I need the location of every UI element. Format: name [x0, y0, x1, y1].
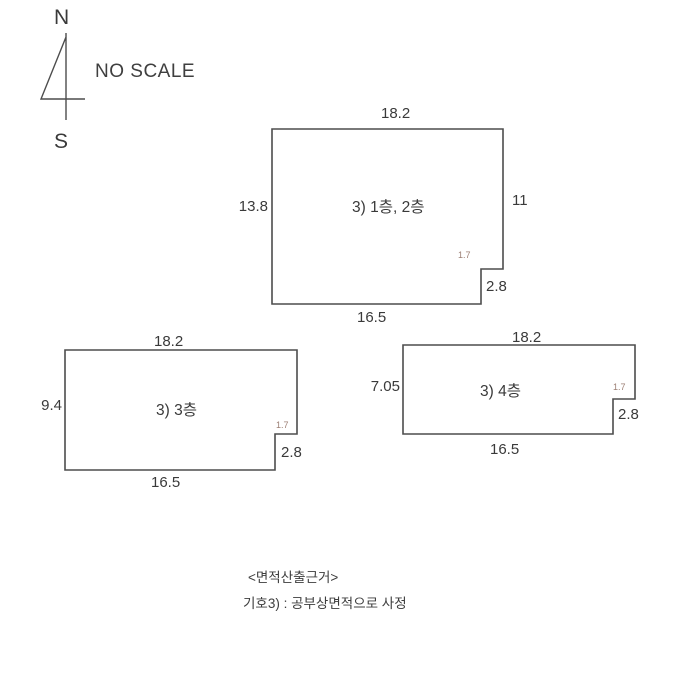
floor4-dim-bottom: 16.5 — [490, 441, 520, 458]
floor12-outline — [271, 128, 504, 305]
floor4-outline — [402, 344, 636, 435]
floor4-dim-notch-top: 1.7 — [613, 382, 626, 392]
floor3-title: 3) 3층 — [156, 402, 197, 419]
floor12-dim-notch-top: 1.7 — [458, 250, 471, 260]
floor12-dim-notch-side: 2.8 — [486, 278, 507, 295]
area-basis-body: 기호3) : 공부상면적으로 사정 — [243, 596, 407, 611]
floor12-dim-left: 13.8 — [238, 198, 268, 215]
floor4-title: 3) 4층 — [480, 383, 521, 400]
floor12-title: 3) 1층, 2층 — [352, 199, 425, 216]
floor3-dim-notch-side: 2.8 — [281, 444, 302, 461]
floor3-dim-top: 18.2 — [154, 333, 184, 350]
area-basis-heading: <면적산출근거> — [248, 570, 339, 585]
floor3-dim-left: 9.4 — [41, 397, 62, 414]
floor4-dim-top: 18.2 — [512, 329, 542, 346]
floor4-dim-left: 7.05 — [370, 378, 400, 395]
floor12-dim-bottom: 16.5 — [357, 309, 387, 326]
floor3-dim-notch-top: 1.7 — [276, 420, 289, 430]
floor3-outline — [64, 349, 298, 471]
compass-south-label: S — [54, 130, 69, 153]
floor12-dim-top: 18.2 — [381, 105, 411, 122]
no-scale-label: NO SCALE — [95, 61, 196, 82]
compass-north-label: N — [54, 6, 70, 29]
floor4-dim-notch-side: 2.8 — [618, 406, 639, 423]
floor12-dim-right: 11 — [512, 192, 528, 209]
north-arrow-icon — [39, 33, 85, 120]
floor3-dim-bottom: 16.5 — [151, 474, 181, 491]
